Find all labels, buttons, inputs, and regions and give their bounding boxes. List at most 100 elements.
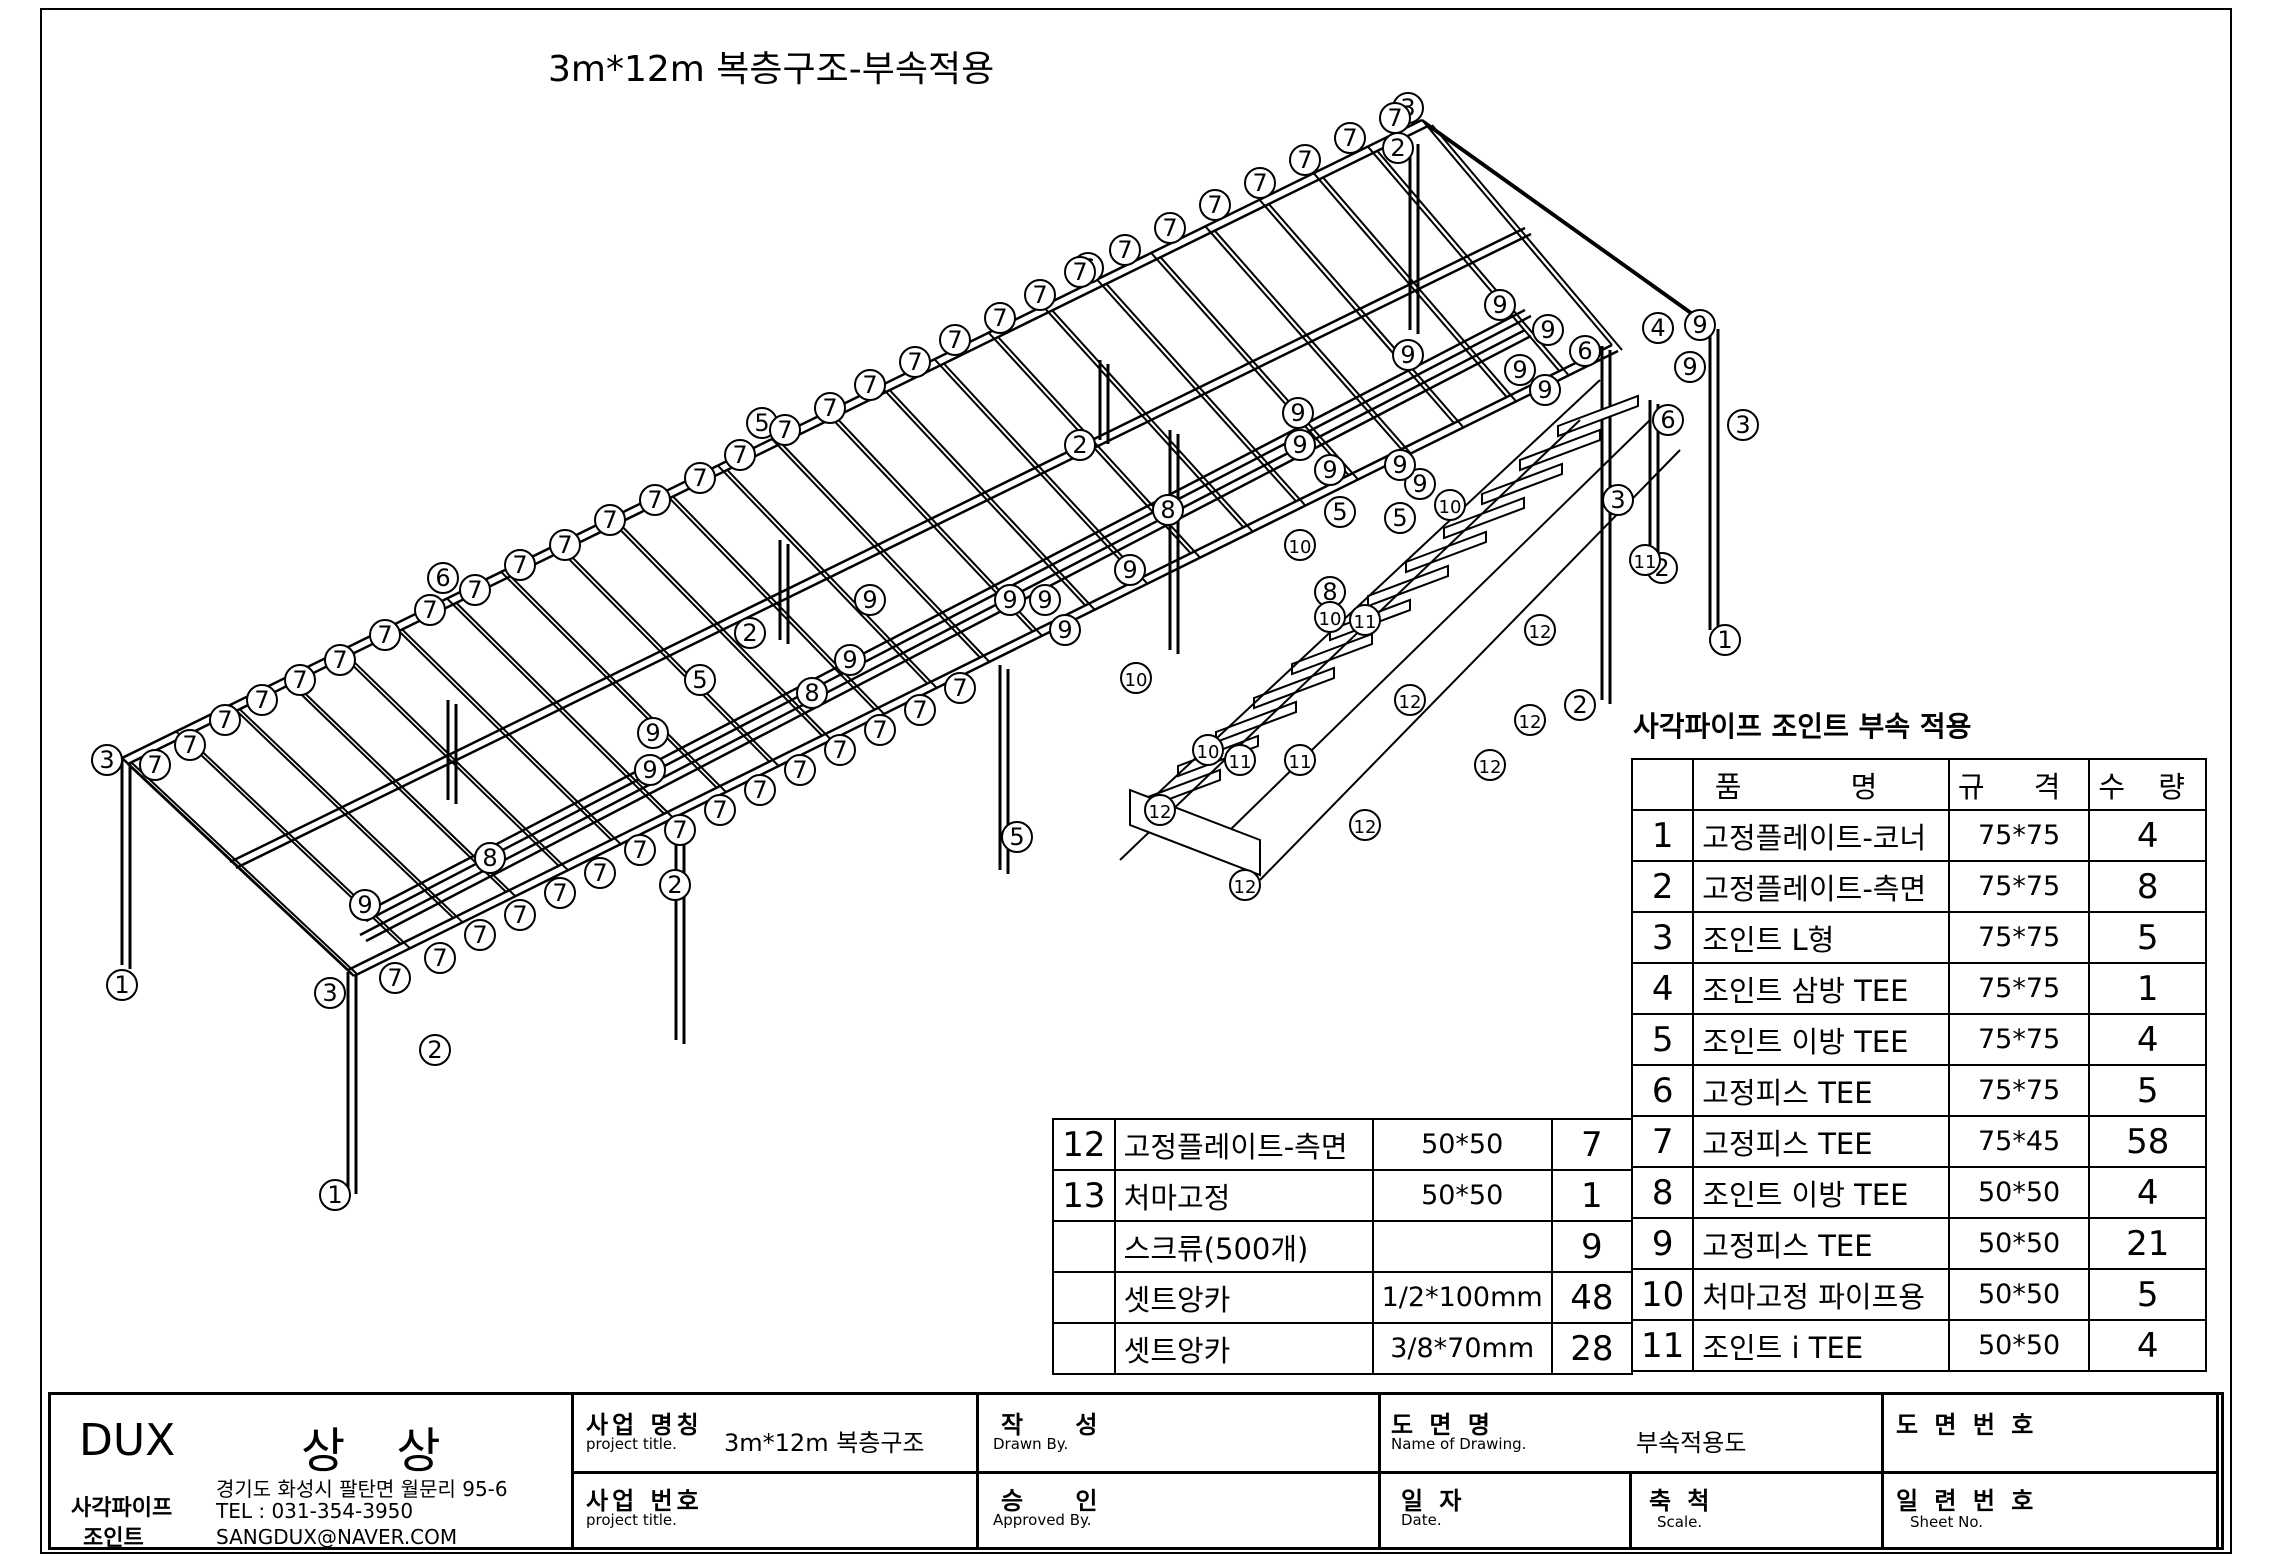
svg-text:8: 8 — [1160, 496, 1175, 524]
svg-text:12: 12 — [1479, 757, 1502, 778]
callout-bubble: 9 — [854, 584, 886, 616]
deck-joist — [229, 704, 455, 919]
callout-bubble: 10 — [1192, 734, 1224, 766]
date-label: 일 자 — [1401, 1487, 1466, 1515]
svg-text:7: 7 — [332, 646, 347, 674]
svg-text:6: 6 — [1660, 406, 1675, 434]
svg-text:7: 7 — [1072, 258, 1087, 286]
title-block: DUX 상 상 사각파이프 조인트 경기도 화성시 팔탄면 월문리 95-6 T… — [48, 1392, 2224, 1551]
callout-bubble: 7 — [864, 714, 896, 746]
deck-joist — [283, 677, 507, 893]
svg-text:10: 10 — [1197, 742, 1220, 763]
svg-text:2: 2 — [742, 619, 757, 647]
svg-text:7: 7 — [557, 531, 572, 559]
callout-bubble: 7 — [1379, 102, 1411, 134]
svg-text:12: 12 — [1149, 802, 1172, 823]
part-name: 고정플레이트-측면 — [1113, 1118, 1374, 1171]
deck-joist — [554, 544, 771, 763]
part-spec: 50*50 — [1947, 1319, 2091, 1372]
svg-text:5: 5 — [754, 409, 769, 437]
stair-tread — [1557, 394, 1639, 438]
part-qty: 58 — [2088, 1115, 2207, 1168]
deck-joist — [1052, 310, 1255, 533]
deck-joist — [1421, 119, 1613, 346]
drawing-name-cell: 도 면 명 Name of Drawing. 부속적용도 일 자 Date. 축… — [1381, 1395, 1884, 1547]
svg-text:7: 7 — [832, 736, 847, 764]
svg-text:5: 5 — [692, 666, 707, 694]
callout-bubble: 5 — [1001, 821, 1033, 853]
drawn-en: Drawn By. — [993, 1435, 1069, 1453]
svg-text:9: 9 — [1392, 451, 1407, 479]
part-spec: 75*75 — [1947, 860, 2091, 913]
part-name: 처마고정 — [1113, 1169, 1374, 1222]
stair-tread — [1443, 496, 1525, 540]
svg-text:9: 9 — [1412, 470, 1427, 498]
svg-text:10: 10 — [1319, 609, 1342, 630]
part-name: 조인트 이방 TEE — [1692, 1166, 1950, 1219]
svg-text:9: 9 — [1692, 311, 1707, 339]
company-name-kr: 상 상 — [301, 1423, 459, 1479]
deck-joist — [131, 762, 359, 976]
svg-text:12: 12 — [1234, 877, 1257, 898]
deck-joist — [1042, 305, 1245, 528]
svg-text:7: 7 — [672, 816, 687, 844]
part-name: 조인트 L형 — [1692, 911, 1950, 964]
svg-text:8: 8 — [482, 844, 497, 872]
part-spec: 1/2*100mm — [1371, 1271, 1553, 1324]
callout-bubble: 7 — [984, 302, 1016, 334]
deck-joist — [456, 602, 675, 820]
callout-bubble: 7 — [174, 729, 206, 761]
company-address: 경기도 화성시 팔탄면 월문리 95-6 — [216, 1477, 508, 1501]
callout-bubble: 7 — [1334, 122, 1366, 154]
approved-en: Approved By. — [993, 1511, 1092, 1529]
project-no-label: 사업 번호 — [586, 1487, 703, 1515]
callout-bubble: 8 — [1152, 494, 1184, 526]
callout-bubble: 7 — [904, 694, 936, 726]
svg-text:7: 7 — [692, 464, 707, 492]
callout-bubble: 3 — [91, 744, 123, 776]
callout-bubble: 12 — [1144, 794, 1176, 826]
svg-text:3: 3 — [1610, 486, 1625, 514]
part-spec: 75*75 — [1947, 1013, 2091, 1066]
svg-text:7: 7 — [1252, 169, 1267, 197]
callout-bubble: 7 — [504, 549, 536, 581]
svg-text:7: 7 — [752, 776, 767, 804]
part-spec: 50*50 — [1947, 1268, 2091, 1321]
deck-joist — [662, 491, 876, 711]
callout-bubble: 7 — [1064, 256, 1096, 288]
stair-stringer — [1119, 419, 1581, 861]
svg-text:7: 7 — [947, 326, 962, 354]
svg-text:2: 2 — [1390, 134, 1405, 162]
callout-bubble: 1 — [1709, 624, 1741, 656]
svg-text:7: 7 — [592, 859, 607, 887]
callout-bubble: 7 — [424, 942, 456, 974]
svg-text:3: 3 — [322, 979, 337, 1007]
svg-text:7: 7 — [377, 621, 392, 649]
callout-bubble: 10 — [1434, 489, 1466, 521]
callout-bubble: 2 — [734, 617, 766, 649]
svg-text:7: 7 — [1117, 236, 1132, 264]
callout-bubble: 5 — [1384, 502, 1416, 534]
svg-text:7: 7 — [712, 796, 727, 824]
callout-bubble: 9 — [349, 889, 381, 921]
part-no: 7 — [1630, 1115, 1695, 1168]
svg-text:8: 8 — [1322, 578, 1337, 606]
company-cell: DUX 상 상 사각파이프 조인트 경기도 화성시 팔탄면 월문리 95-6 T… — [51, 1395, 574, 1551]
callout-bubble: 7 — [1154, 212, 1186, 244]
callout-bubble: 7 — [284, 664, 316, 696]
scale-label: 축 척 — [1649, 1487, 1714, 1515]
deck-joist — [1106, 283, 1307, 507]
company-sub1: 사각파이프 — [71, 1496, 173, 1521]
drawing-name-label: 도 면 명 — [1391, 1411, 1494, 1439]
svg-text:7: 7 — [632, 836, 647, 864]
part-spec: 50*50 — [1947, 1166, 2091, 1219]
callout-bubble: 9 — [1049, 614, 1081, 646]
part-qty: 48 — [1550, 1271, 1634, 1324]
svg-text:10: 10 — [1125, 670, 1148, 691]
part-qty: 21 — [2088, 1217, 2207, 1270]
part-no: 13 — [1052, 1169, 1116, 1222]
